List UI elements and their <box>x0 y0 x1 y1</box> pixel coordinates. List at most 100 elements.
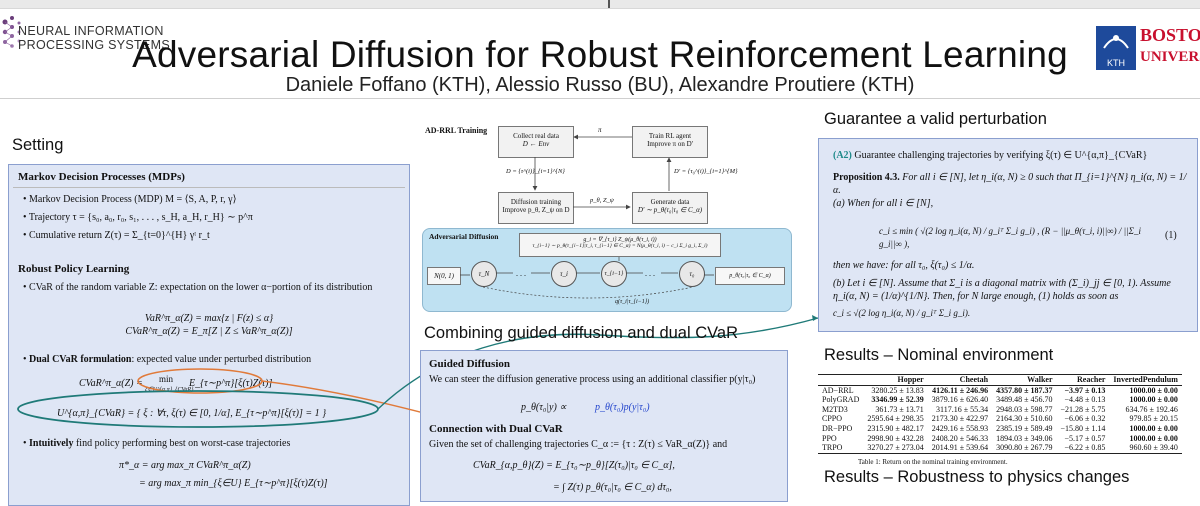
window-top-bar <box>0 0 1200 9</box>
prop-text: For all i ∈ [N], let η_i(α, N) ≥ 0 such … <box>833 172 1187 196</box>
table-cell: 2014.91 ± 539.64 <box>931 443 989 453</box>
cvar-item: • CVaR of the random variable Z: expecta… <box>23 282 373 293</box>
adv-title: Adversarial Diffusion <box>429 232 499 241</box>
table-cell: −3.97 ± 0.13 <box>1064 385 1106 395</box>
kth-crest-icon <box>1103 35 1129 49</box>
ellipsis-2: . . . <box>645 269 655 278</box>
dual-rest: : expected value under perturbed distrib… <box>131 354 312 365</box>
rpl-title: Robust Policy Learning <box>18 263 130 275</box>
conn-title: Connection with Dual CVaR <box>429 423 563 435</box>
mdp-item-3: • Cumulative return Z(τ) = Σ_{t=0}^{H} γ… <box>23 230 210 241</box>
dual-formula-lhs: CVaR^π_α(Z) = <box>79 378 143 389</box>
generate-box: Generate data D' ∼ p_θ(τ₀|τ₀ ∈ C_α) <box>632 192 708 224</box>
table-cell: 3346.99 ± 52.39 <box>871 395 924 405</box>
gd-formula-lhs: p_θ(τ₀|y) ∝ <box>521 402 567 413</box>
intuition-rest: find policy performing best on worst-cas… <box>73 438 291 449</box>
table-cell: 2948.03 ± 598.77 <box>996 404 1053 414</box>
kth-logo: KTH <box>1096 26 1136 70</box>
prop-label: Proposition 4.3. <box>833 172 900 183</box>
top-bar-tick <box>608 0 610 8</box>
mdp-item-1-text: Markov Decision Process (MDP) M = ⟨S, A,… <box>29 194 237 205</box>
final-distribution-box: p_θ(τ₀|τ₀ ∈ C_α) <box>715 267 785 285</box>
table-cell: 1000.00 ± 0.00 <box>1129 385 1178 395</box>
results-heading: Results – Nominal environment <box>824 346 1054 364</box>
train-line-1: Train RL agent <box>648 132 692 140</box>
kth-logo-text: KTH <box>1107 58 1125 68</box>
adversarial-diffusion-panel: Adversarial Diffusion g_i = ∇_{τ_i} Z_ψ(… <box>422 228 792 312</box>
table-cell: 1000.00 ± 0.00 <box>1129 433 1178 443</box>
neurips-logo-text: NEURAL INFORMATION PROCESSING SYSTEMS <box>18 24 170 52</box>
dual-formula-min: min <box>159 374 174 384</box>
gd-title: Guided Diffusion <box>429 358 510 370</box>
dual-formula-expect: E_{τ∼p^π}[ξ(τ)Z(τ)] <box>189 378 273 389</box>
results-column-header: Walker <box>992 374 1057 386</box>
conn-formula-1: CVaR_{α,p_θ}(Z) = E_{τ₀∼p_θ}[Z(τ₀)|τ₀ ∈ … <box>473 460 675 471</box>
node-tau-n: τ_N <box>471 261 497 287</box>
table-cell: −5.17 ± 0.57 <box>1064 433 1106 443</box>
table-cell: 4357.80 ± 187.37 <box>996 385 1053 395</box>
dual-item: • Dual CVaR formulation: expected value … <box>23 354 312 365</box>
ad-rrl-diagram: AD-RRL Training Collect real data D ← En… <box>420 122 792 312</box>
collect-box: Collect real data D ← Env <box>498 126 574 158</box>
table-cell: 2385.19 ± 589.49 <box>996 423 1053 433</box>
table-cell: 2429.16 ± 558.93 <box>931 423 989 433</box>
table-cell: PolyGRAD <box>822 395 860 405</box>
conn-text: Given the set of challenging trajectorie… <box>429 439 728 450</box>
cvar-definition: CVaR^π_α(Z) = E_π[Z | Z ≤ VaR^π_α(Z)] <box>125 326 293 337</box>
boston-line-1: BOSTO <box>1140 25 1200 45</box>
diffusion-line-1: Diffusion training <box>510 198 562 206</box>
then-text: then we have: for all τ₀, ξ(τ₀) ≤ 1/α. <box>833 260 975 271</box>
cvar-item-text: CVaR of the random variable Z: expectati… <box>29 282 373 293</box>
a2-line: (A2) Guarantee challenging trajectories … <box>833 149 1193 162</box>
table-cell: 3090.80 ± 267.79 <box>996 443 1053 453</box>
results-column-header: Hopper <box>863 374 928 386</box>
results-column-header: Cheetah <box>927 374 993 386</box>
table-cell: 3280.25 ± 13.83 <box>871 385 924 395</box>
neurips-logo-icon <box>2 16 21 48</box>
collect-line-1: Collect real data <box>513 132 559 140</box>
table-cell: −4.48 ± 0.13 <box>1064 395 1106 405</box>
table-cell: TRPO <box>822 443 843 453</box>
table-cell: 3489.48 ± 456.70 <box>996 395 1053 405</box>
poster-authors: Daniele Foffano (KTH), Alessio Russo (BU… <box>285 74 915 96</box>
arrow-pi-label: π <box>598 126 602 134</box>
node-tau-i-minus-1: τ_{i−1} <box>601 261 627 287</box>
part-b-formula: c_i ≤ √(2 log η_i(α, N) / g_iᵀ Σ_i g_i). <box>833 308 971 318</box>
table-cell: 1000.00 ± 0.00 <box>1129 423 1178 433</box>
adv-eq-line-2: τ_{i−1} ∼ p_θ(τ_{i−1}|τ_i, τ_{i−1} ∈ C_α… <box>532 243 708 249</box>
uncertainty-set: U^{α,π}_{CVaR} = { ξ : ∀τ, ξ(τ) ∈ [0, 1/… <box>57 408 327 419</box>
diffusion-line-2: Improve p_θ, Z_ψ on D <box>502 206 570 214</box>
table-cell: 2408.20 ± 546.33 <box>931 433 989 443</box>
conn-formula-2: = ∫ Z(τ) p_θ(τ₀|τ₀ ∈ C_α) dτ₀, <box>553 482 672 493</box>
guided-box: Guided Diffusion We can steer the diffus… <box>420 350 788 502</box>
table-cell: CPPO <box>822 414 843 424</box>
diffusion-box: Diffusion training Improve p_θ, Z_ψ on D <box>498 192 574 224</box>
train-line-2: Improve π on D' <box>647 140 693 148</box>
results-column-header: InvertedPendulum <box>1109 374 1182 386</box>
header-divider <box>0 98 1200 99</box>
proposition: Proposition 4.3. For all i ∈ [N], let η_… <box>833 171 1191 197</box>
ci-formula: c_i ≤ min ( √(2 log η_i(α, N) / g_iᵀ Σ_i… <box>879 226 1141 249</box>
table-cell: −15.80 ± 1.14 <box>1060 423 1106 433</box>
guarantee-box: (A2) Guarantee challenging trajectories … <box>818 138 1198 332</box>
table-cell: 2595.64 ± 298.35 <box>867 414 924 424</box>
poster-title: Adversarial Diffusion for Robust Reinfor… <box>132 34 1068 75</box>
adv-chain-arrows <box>460 257 714 299</box>
mdp-rule <box>13 187 405 188</box>
adv-equation-box: g_i = ∇_{τ_i} Z_ψ(μ_θ(τ_i, i)) τ_{i−1} ∼… <box>519 233 721 257</box>
mdp-item-3-text: Cumulative return Z(τ) = Σ_{t=0}^{H} γᵗ … <box>29 230 210 241</box>
train-box: Train RL agent Improve π on D' <box>632 126 708 158</box>
table-cell: −6.06 ± 0.32 <box>1064 414 1106 424</box>
mdp-item-1: • Markov Decision Process (MDP) M = ⟨S, … <box>23 194 237 205</box>
table-cell: 4126.11 ± 246.96 <box>932 385 989 395</box>
arrow-dprime-label: D' = {τ₀^(i)}_{i=1}^{M} <box>674 168 738 175</box>
diagram-arrows <box>532 134 672 210</box>
table-cell: M2TD3 <box>822 404 848 414</box>
table-cell: −6.22 ± 0.85 <box>1064 443 1106 453</box>
